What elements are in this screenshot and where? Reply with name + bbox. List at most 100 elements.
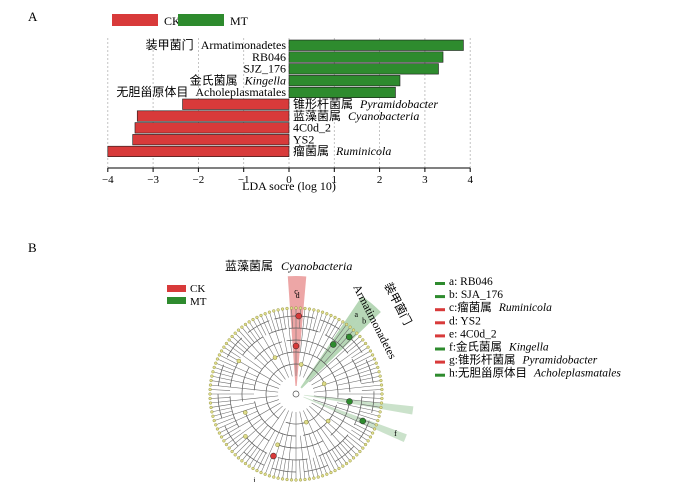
leaf-node (217, 431, 221, 435)
cladogram-spoke (228, 339, 245, 353)
cladogram-spoke (325, 317, 336, 336)
leaf-node (289, 478, 294, 482)
leaf-node (267, 474, 272, 478)
cladogram-spoke (313, 399, 378, 421)
leaf-node (333, 315, 337, 319)
cladogram-spoke (312, 457, 319, 478)
x-tick-label: 0 (286, 174, 292, 186)
cladogram-spoke (308, 312, 323, 355)
cladogram-spoke (361, 397, 382, 399)
x-tick-label: 1 (332, 174, 338, 186)
leaf-node (378, 410, 382, 414)
bar-mt (288, 51, 444, 63)
cladogram-spoke (214, 399, 279, 421)
cladogram-branch (265, 370, 279, 419)
leaf-node (215, 357, 220, 361)
leaf-node (325, 472, 329, 476)
cladogram-spoke (221, 402, 281, 438)
cladogram-spoke (241, 445, 255, 462)
leaf-node (351, 456, 356, 460)
leaf-node (337, 317, 341, 322)
leaf-node (276, 308, 280, 312)
cladogram-spoke (210, 395, 279, 404)
cladogram-spoke (337, 375, 381, 386)
cladogram-spoke (210, 389, 231, 391)
leaf-node (344, 461, 349, 466)
bar-mt (288, 86, 396, 98)
cladogram-spoke (361, 380, 381, 384)
cladogram-spoke (306, 459, 310, 479)
leaf-node (371, 431, 375, 435)
cladogram-branch (277, 457, 308, 461)
cladogram-spoke (342, 440, 358, 456)
cladogram-spoke (212, 371, 233, 378)
bar-mt (288, 75, 401, 87)
cladogram-branch (290, 315, 315, 319)
cladogram-branch (247, 320, 270, 333)
leaf-node (208, 401, 213, 405)
cladogram-spoke (282, 459, 286, 479)
cladogram-branch (281, 351, 339, 398)
cladogram-spoke (347, 435, 364, 449)
cladogram-spoke (226, 343, 263, 370)
leaf-node (294, 306, 298, 310)
leaf-node (377, 414, 381, 418)
leaf-node (209, 405, 213, 410)
legend-ck-swatch (112, 14, 158, 26)
leaf-node (380, 387, 384, 392)
cladogram-branch (335, 357, 351, 393)
leaf-node (227, 338, 231, 342)
legend-ck-label: CK (164, 14, 181, 28)
cladogram-spoke (256, 452, 267, 471)
cladogram-spoke (286, 435, 292, 480)
leaf-node (233, 331, 237, 335)
cladogram-spoke (312, 310, 319, 331)
leaf-node (255, 469, 259, 473)
cladogram-spoke (282, 309, 286, 329)
cladogram-branch (226, 337, 243, 358)
panel-a-legend: CK MT (112, 14, 249, 28)
cladogram-spoke (219, 354, 238, 365)
clade-key-item: e: 4C0d_2 (449, 328, 497, 340)
leaf-node (294, 478, 298, 482)
leaf-node (208, 392, 212, 396)
cladogram-spoke (217, 358, 258, 378)
leaf-node (366, 439, 370, 443)
leaf-node (312, 476, 316, 480)
cladogram-spoke (299, 411, 315, 479)
clade-key-swatch (435, 282, 445, 285)
leaf-node (379, 401, 384, 405)
cladogram-spoke (313, 384, 382, 393)
leaf-node (368, 349, 373, 353)
clade-highlight (287, 276, 307, 387)
leaf-node (224, 442, 229, 447)
cladogram-spoke (323, 425, 354, 459)
cladogram-spoke (316, 430, 340, 469)
leaf-node (243, 461, 248, 466)
cladogram-spoke (238, 425, 269, 459)
leaf-node (341, 320, 345, 324)
leaf-node (222, 439, 226, 443)
leaf-node (222, 345, 226, 349)
leaf-node (374, 361, 378, 365)
leaf-node (316, 309, 320, 313)
cladogram-spoke (337, 326, 351, 343)
leaf-node (214, 423, 218, 427)
cladogram-branch (353, 396, 363, 426)
leaf-node (267, 310, 272, 314)
cladogram-spoke (264, 313, 273, 333)
cladogram-spoke (210, 384, 279, 393)
leaf-node (325, 312, 329, 316)
cladogram-spoke (248, 321, 261, 339)
bar-label: SJZ_176 (243, 62, 286, 76)
cladogram-spoke (334, 358, 375, 378)
leaf-node (280, 307, 285, 311)
bar-ck (182, 98, 290, 110)
bar-ck (136, 110, 290, 122)
cladogram-spoke (210, 397, 231, 399)
leaf-node (255, 315, 259, 319)
cladogram-spoke (277, 309, 293, 377)
